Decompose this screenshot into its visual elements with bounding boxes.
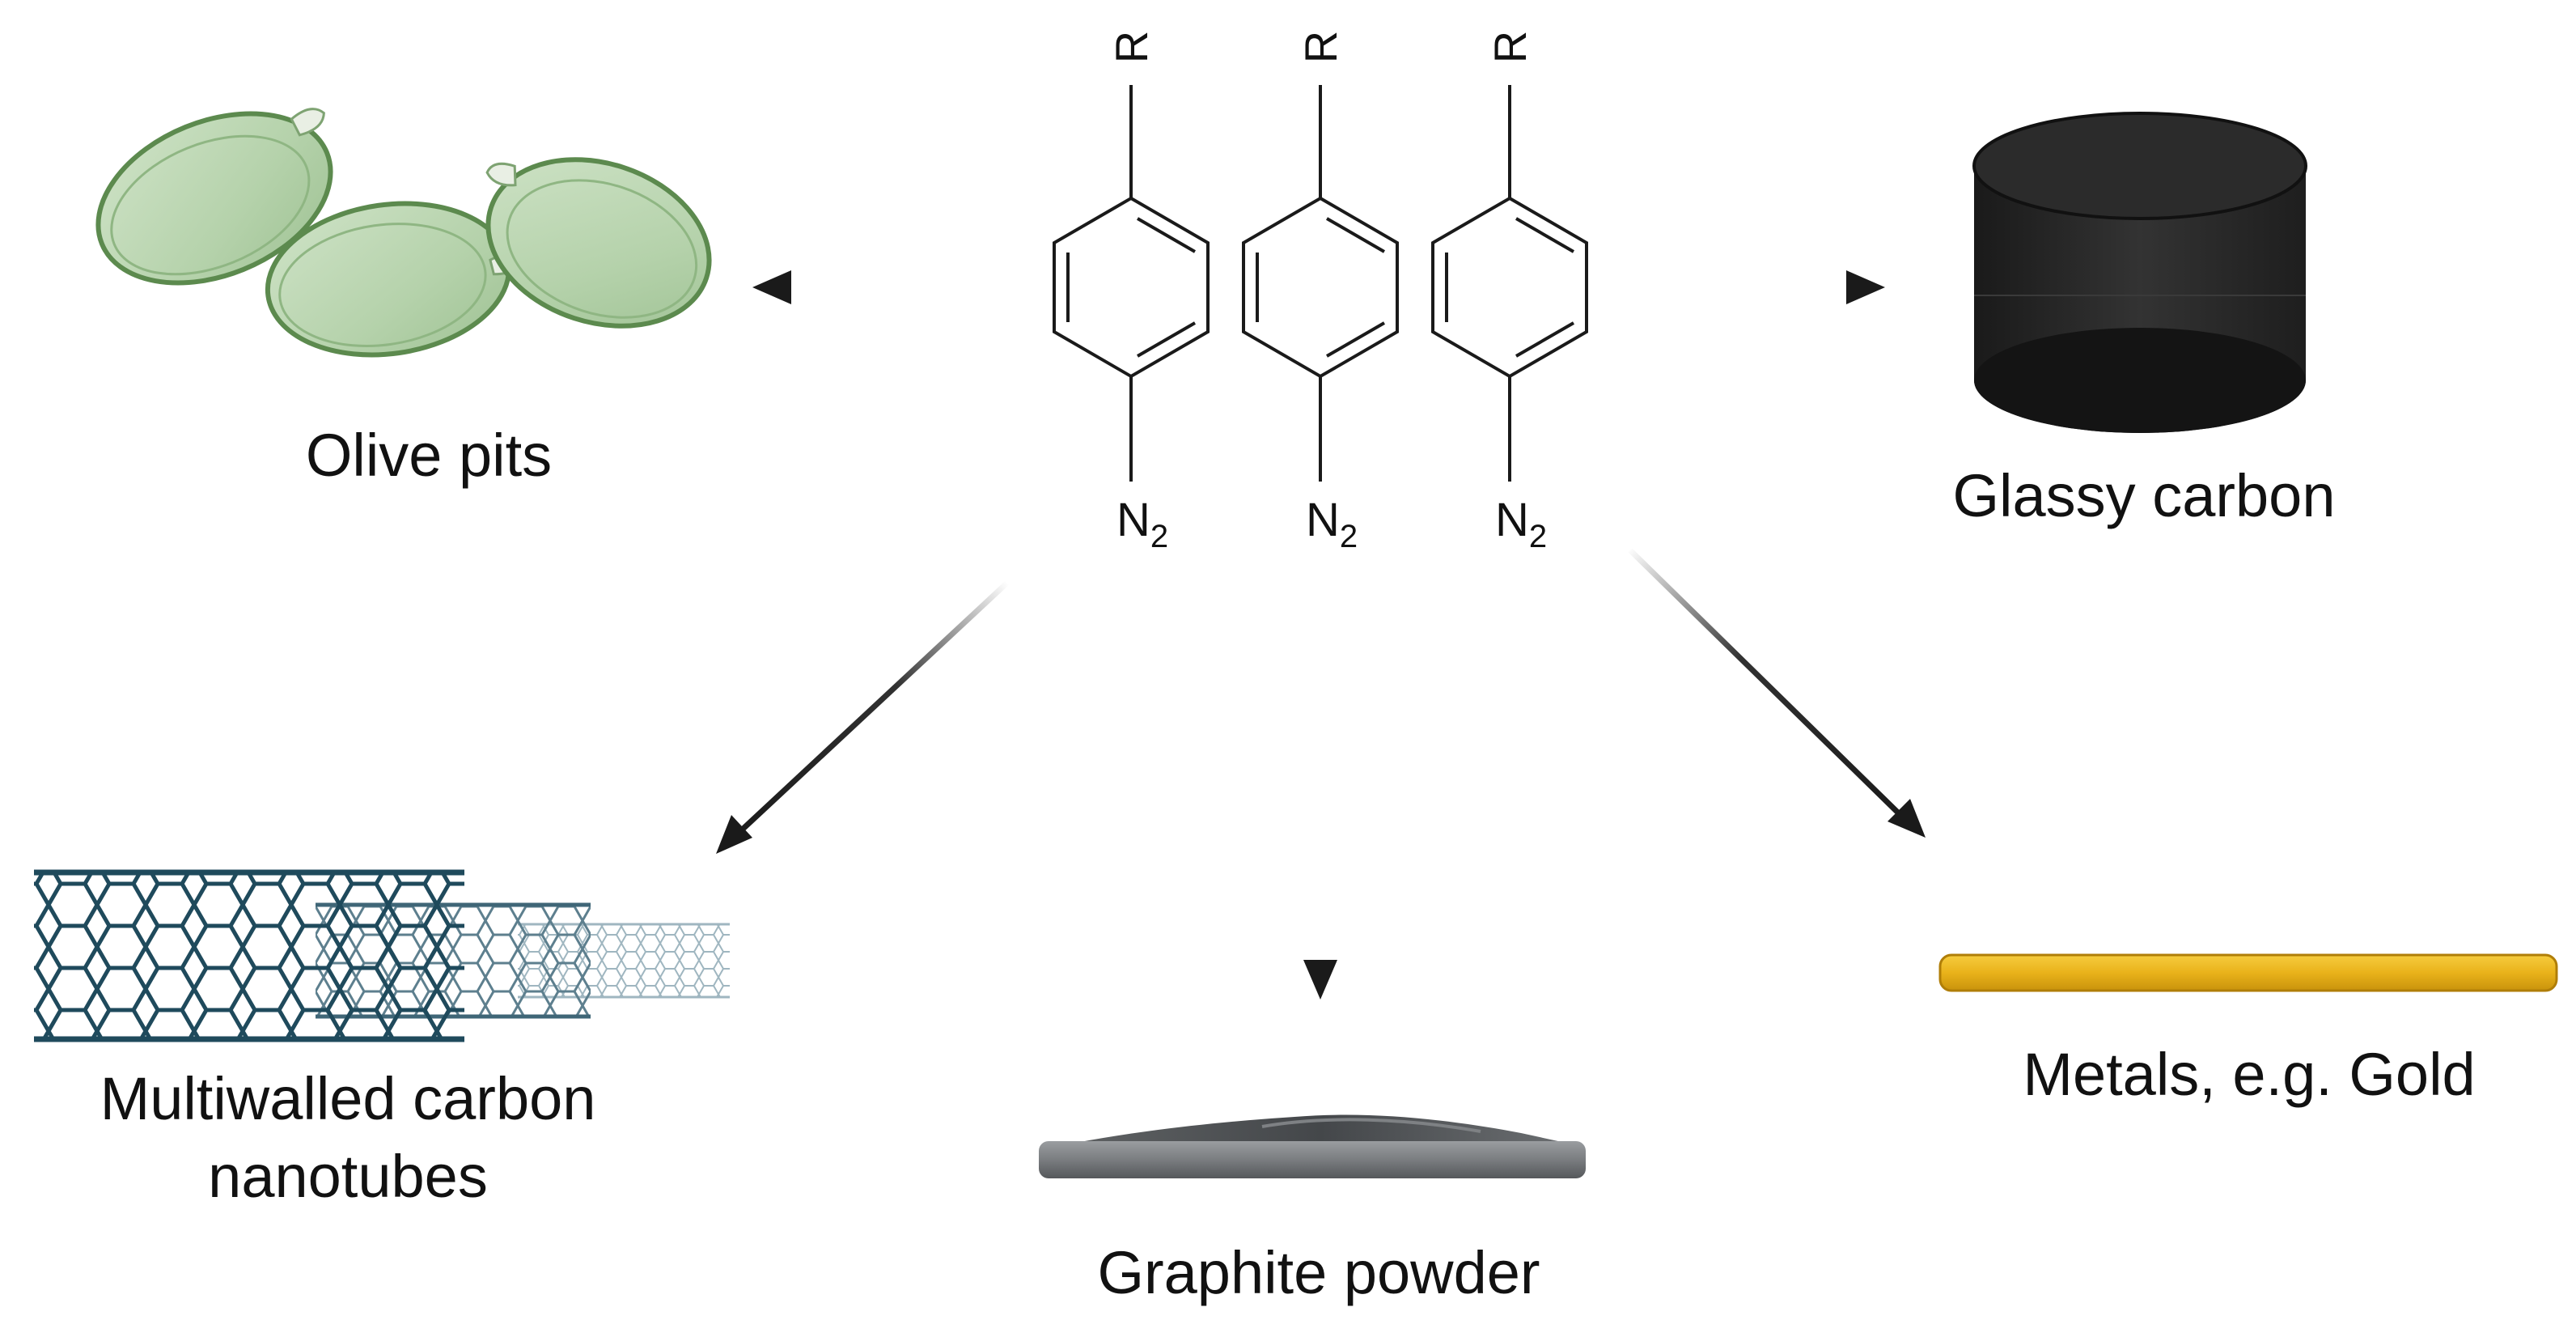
substituent-label-1: R xyxy=(1106,31,1157,63)
diazonium-label-1: N2 xyxy=(1116,494,1168,554)
glassy-carbon-illustration xyxy=(1972,112,2307,433)
substituent-label-2: R xyxy=(1295,31,1346,63)
aryl-diazonium-1 xyxy=(1053,85,1210,482)
diazonium-subscript-1: 2 xyxy=(1150,519,1168,554)
diazonium-n-3: N xyxy=(1495,494,1529,546)
olive-pit-2 xyxy=(265,201,523,358)
mwcnt-illustration xyxy=(34,869,730,1042)
arrow-to-nanotubes xyxy=(716,580,1010,854)
arrow-to-glassy-carbon xyxy=(1634,270,1885,304)
mwcnt-label: Multiwalled carbon nanotubes xyxy=(100,1065,596,1210)
substituent-label-3: R xyxy=(1485,31,1536,63)
metals-label: Metals, e.g. Gold xyxy=(2023,1041,2476,1108)
diazonium-n-2: N xyxy=(1306,494,1340,546)
graphite-powder-illustration xyxy=(1039,1114,1586,1178)
diazonium-n-1: N xyxy=(1116,494,1150,546)
diazonium-subscript-2: 2 xyxy=(1340,519,1358,554)
olive-pit-1 xyxy=(95,108,333,286)
aryl-diazonium-2 xyxy=(1242,85,1399,482)
olive-pits-illustration xyxy=(95,108,712,358)
aryl-diazonium-molecules: R R R N2 N2 N2 xyxy=(1053,31,1588,554)
olive-pits-label: Olive pits xyxy=(305,422,553,489)
graphite-powder-label: Graphite powder xyxy=(1097,1239,1540,1306)
olive-pit-3 xyxy=(485,157,712,329)
diazonium-label-3: N2 xyxy=(1495,494,1547,554)
diazonium-label-2: N2 xyxy=(1306,494,1358,554)
arrow-to-metals xyxy=(1628,548,1926,838)
arrow-to-graphite-powder xyxy=(1303,652,1337,1000)
aryl-diazonium-3 xyxy=(1431,85,1588,482)
diazonium-subscript-3: 2 xyxy=(1529,519,1547,554)
ring-double-bonds xyxy=(1136,217,1575,358)
arrow-to-olive-pits xyxy=(752,270,995,304)
gold-rod-illustration xyxy=(1938,953,2558,992)
glassy-carbon-label: Glassy carbon xyxy=(1952,462,2336,529)
